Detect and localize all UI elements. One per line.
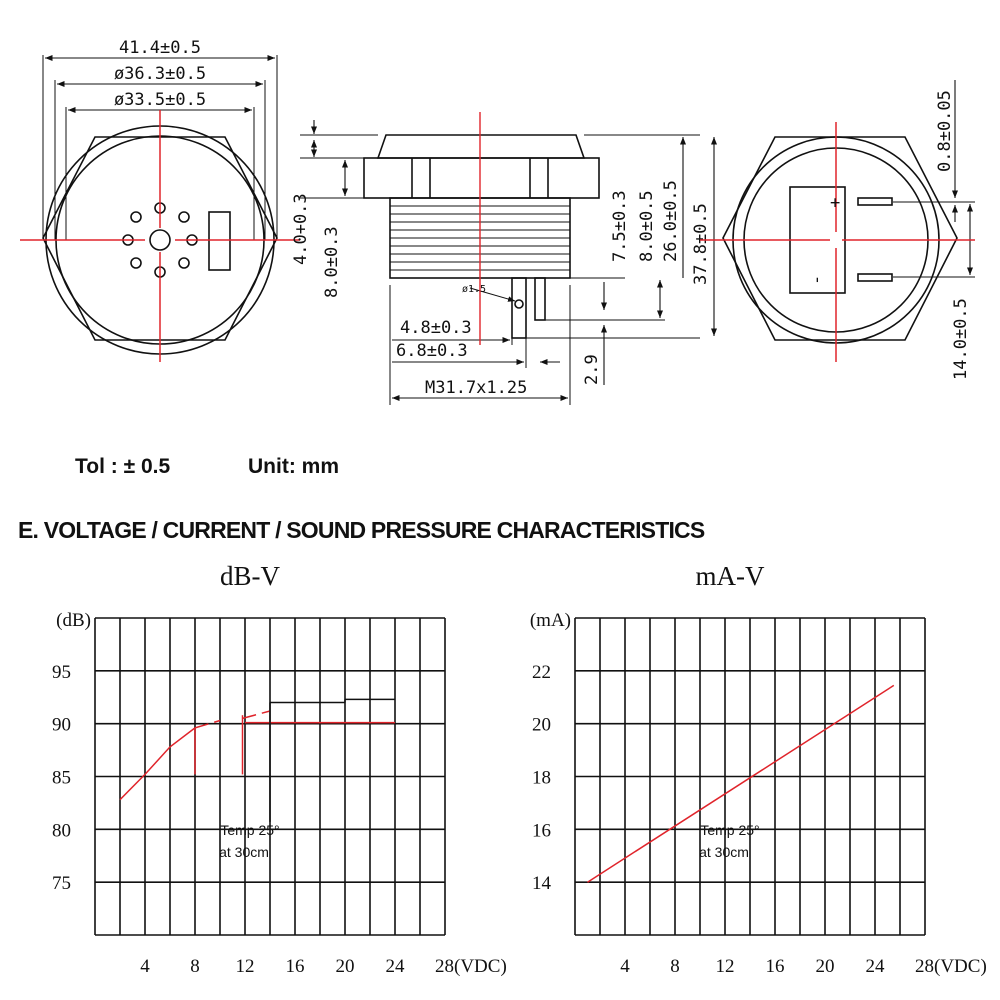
- db-y-tick: 85: [52, 768, 71, 789]
- dim-terminal-pitch: 14.0±0.5: [951, 298, 971, 380]
- ma-series-0: [587, 684, 895, 883]
- ma-note-distance: at 30cm: [699, 844, 749, 860]
- db-y-tick: 95: [52, 662, 71, 683]
- terminal-minus: [857, 273, 893, 282]
- ma-x-tick: 8: [670, 956, 680, 977]
- ma-y-tick: 22: [532, 662, 551, 683]
- bezel-top: [376, 134, 586, 159]
- mechanical-drawing: 41.4±0.5 ø36.3±0.5 ø33.5±0.5: [20, 38, 975, 405]
- db-x-unit: 28(VDC): [435, 956, 507, 977]
- db-y-tick: 80: [52, 820, 71, 841]
- ma-note-temp: Temp 25°: [700, 822, 759, 838]
- db-x-tick: 24: [386, 956, 406, 977]
- ma-x-tick: 20: [816, 956, 835, 977]
- led-window: [208, 211, 231, 271]
- dim-terminal-thickness: 0.8±0.05: [935, 90, 955, 172]
- db-y-tick: 75: [52, 873, 71, 894]
- db-x-tick: 8: [190, 956, 200, 977]
- db-series-3: [242, 710, 271, 720]
- dim-thread: M31.7x1.25: [425, 378, 527, 398]
- db-x-tick: 16: [286, 956, 305, 977]
- hex-nut-back: [722, 136, 958, 341]
- hex-nut-side: [363, 157, 600, 199]
- pin-hole: [514, 299, 524, 309]
- unit-note: Unit: mm: [248, 455, 339, 478]
- dim-overall-width: 41.4±0.5: [119, 38, 201, 58]
- side-view: [300, 120, 718, 405]
- terminal-plus-label: +: [830, 193, 840, 213]
- ma-x-tick: 4: [620, 956, 630, 977]
- chart-ma-v: mA-V (mA) 14 16 18 20 22 4 8 12 16 20 24 28(VDC) Temp …: [530, 561, 987, 977]
- dim-pin-pitch: 6.8±0.3: [396, 341, 468, 361]
- ma-x-unit: 28(VDC): [915, 956, 987, 977]
- db-note-distance: at 30cm: [219, 844, 269, 860]
- dim-hole-diameter: ø1.5: [462, 284, 486, 295]
- terminal-pin-left: [511, 277, 527, 339]
- ma-y-tick: 16: [532, 820, 551, 841]
- db-y-unit: (dB): [56, 610, 91, 631]
- dim-total-height: 37.8±0.5: [691, 203, 711, 285]
- section-title: E. VOLTAGE / CURRENT / SOUND PRESSURE CH…: [18, 517, 705, 543]
- dim-pin-7-5: 7.5±0.3: [610, 190, 630, 262]
- db-note-temp: Temp 25°: [220, 822, 279, 838]
- db-series-1: [194, 719, 221, 729]
- ma-y-tick: 14: [532, 873, 552, 894]
- ma-y-tick: 18: [532, 768, 551, 789]
- ma-x-tick: 12: [716, 956, 735, 977]
- terminal-minus-label: -: [807, 275, 827, 285]
- terminal-plus: [857, 197, 893, 206]
- dim-body-length: 26.0±0.5: [661, 180, 681, 262]
- ma-y-tick: 20: [532, 715, 551, 736]
- back-centerlines: [700, 122, 975, 362]
- db-series-0: [119, 727, 196, 801]
- tolerance-note: Tol : ± 0.5: [75, 455, 171, 478]
- db-x-tick: 20: [336, 956, 355, 977]
- ma-title: mA-V: [696, 561, 765, 591]
- dim-pin-8-0: 8.0±0.5: [637, 190, 657, 262]
- dim-nut-height: 8.0±0.3: [322, 226, 342, 298]
- dim-inner-diameter: ø33.5±0.5: [114, 90, 206, 110]
- chart-db-v: dB-V (dB) 75 80 85 90 95 4 8 12 16 20 24 28(VDC) Temp …: [52, 561, 507, 977]
- db-y-tick: 90: [52, 715, 71, 736]
- ma-y-unit: (mA): [530, 610, 571, 631]
- ma-x-tick: 16: [766, 956, 785, 977]
- db-title: dB-V: [220, 561, 281, 591]
- dim-pin-length: 2.9: [582, 354, 602, 385]
- db-x-tick: 4: [140, 956, 150, 977]
- ma-x-tick: 24: [866, 956, 886, 977]
- dim-pin-width: 4.8±0.3: [400, 318, 472, 338]
- sound-hole-center: [149, 229, 171, 251]
- db-x-tick: 12: [236, 956, 255, 977]
- front-centerlines: [20, 110, 300, 362]
- dim-outer-diameter: ø36.3±0.5: [114, 64, 206, 84]
- terminal-pin-right: [534, 277, 546, 321]
- dim-head-height: 4.0+0.3: [291, 193, 311, 265]
